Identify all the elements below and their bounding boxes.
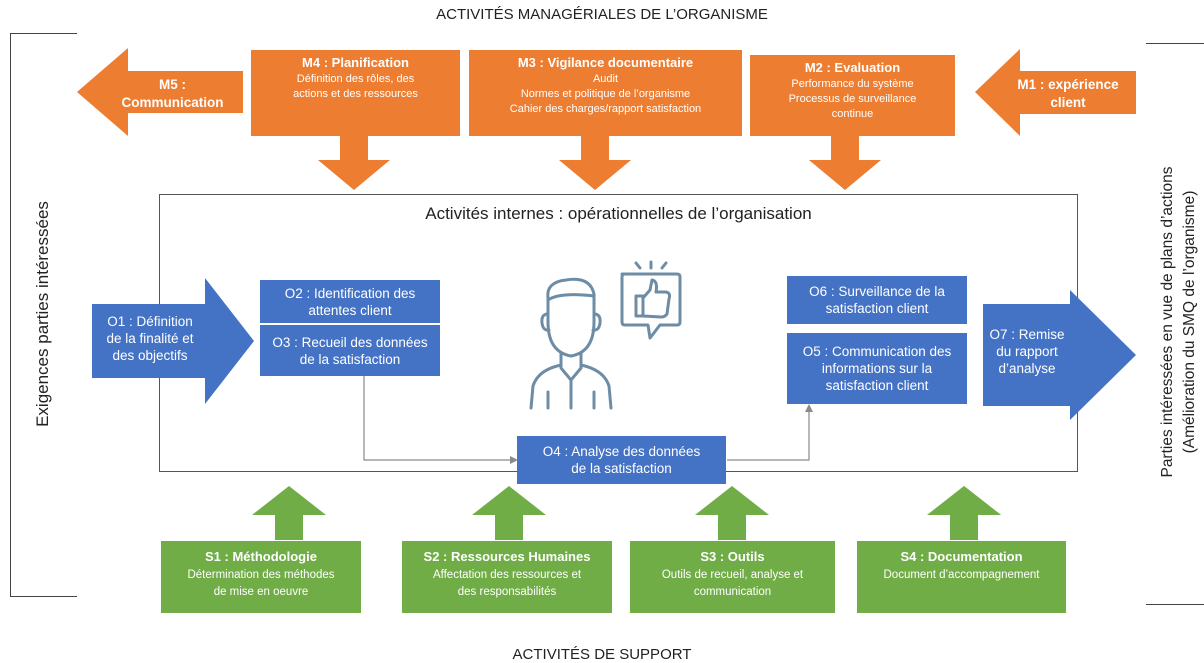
- m2-line: Processus de surveillance: [788, 93, 917, 105]
- o1-arrow: [92, 278, 254, 404]
- s3-title: S3 : Outils: [700, 549, 765, 564]
- s1-line: de mise en oeuvre: [213, 586, 309, 598]
- m3-title: M3 : Vigilance documentaire: [517, 55, 694, 70]
- m3-down-arrow: [559, 136, 631, 190]
- m1-arrow: [975, 49, 1136, 136]
- right-panel-frame: [1146, 43, 1204, 605]
- m2-evaluation-box: M2 : Evaluation Performance du système P…: [750, 55, 955, 136]
- management-activities-title: ACTIVITÉS MANAGÉRIALES DE L’ORGANISME: [436, 6, 768, 23]
- s4-line: Document d’accompagnement: [883, 569, 1040, 581]
- s1-up-arrow: [252, 486, 326, 540]
- m3-line: Cahier des charges/rapport satisfaction: [509, 103, 702, 115]
- o3-to-o4-connector: [363, 376, 510, 461]
- m5-arrow: [77, 48, 243, 136]
- s2-title: S2 : Ressources Humaines: [423, 549, 591, 564]
- support-activities-title: ACTIVITÉS DE SUPPORT: [512, 646, 692, 663]
- o5-communication-box: O5 : Communication des informations sur …: [787, 333, 967, 404]
- o6-o5-divider: [787, 324, 967, 333]
- m4-line: actions et des ressources: [293, 88, 418, 100]
- o2-identification-box: O2 : Identification des attentes client: [260, 280, 440, 323]
- o7-arrow: [983, 290, 1136, 420]
- s2-ressources-box: S2 : Ressources Humaines Affectation des…: [402, 541, 612, 613]
- o2-o3-divider: [260, 323, 440, 325]
- s4-documentation-box: S4 : Documentation Document d’accompagne…: [857, 541, 1066, 613]
- m4-planification-box: M4 : Planification Définition des rôles,…: [251, 50, 460, 136]
- o3-recueil-box: O3 : Recueil des données de la satisfact…: [260, 325, 440, 376]
- s2-line: des responsabilités: [457, 586, 557, 598]
- m3-line: Audit: [592, 73, 619, 85]
- o7-label: O7 : Remise du rapport d’analyse: [989, 327, 1065, 376]
- m5-communication-label: M5 : Communication: [121, 77, 224, 110]
- m4-down-arrow: [318, 136, 390, 190]
- s3-line: Outils de recueil, analyse et: [661, 569, 804, 581]
- m2-line: continue: [831, 108, 874, 120]
- m3-line: Normes et politique de l’organisme: [520, 88, 691, 100]
- m4-line: Définition des rôles, des: [296, 73, 415, 85]
- s3-outils-box: S3 : Outils Outils de recueil, analyse e…: [630, 541, 835, 613]
- s1-methodologie-box: S1 : Méthodologie Détermination des méth…: [161, 541, 361, 613]
- o1-label: O1 : Définition de la finalité et des ob…: [106, 314, 194, 363]
- s1-line: Détermination des méthodes: [187, 569, 335, 581]
- m3-vigilance-box: M3 : Vigilance documentaire Audit Normes…: [469, 50, 742, 136]
- m2-down-arrow: [809, 136, 881, 190]
- o4-to-o5-connector: [727, 412, 810, 461]
- o4-analyse-box: O4 : Analyse des données de la satisfact…: [517, 436, 726, 484]
- m4-title: M4 : Planification: [302, 55, 409, 70]
- m2-line: Performance du système: [791, 78, 914, 90]
- s3-line: communication: [693, 586, 772, 598]
- s3-up-arrow: [695, 486, 769, 540]
- left-panel-frame: [10, 33, 77, 597]
- o6-surveillance-box: O6 : Surveillance de la satisfaction cli…: [787, 276, 967, 324]
- s2-up-arrow: [472, 486, 546, 540]
- s1-title: S1 : Méthodologie: [205, 549, 317, 564]
- s4-title: S4 : Documentation: [900, 549, 1023, 564]
- internal-activities-title: Activités internes : opérationnelles de …: [425, 204, 812, 223]
- s2-line: Affectation des ressources et: [432, 569, 582, 581]
- m2-title: M2 : Evaluation: [804, 60, 901, 75]
- m1-experience-label: M1 : expérience client: [1017, 77, 1119, 110]
